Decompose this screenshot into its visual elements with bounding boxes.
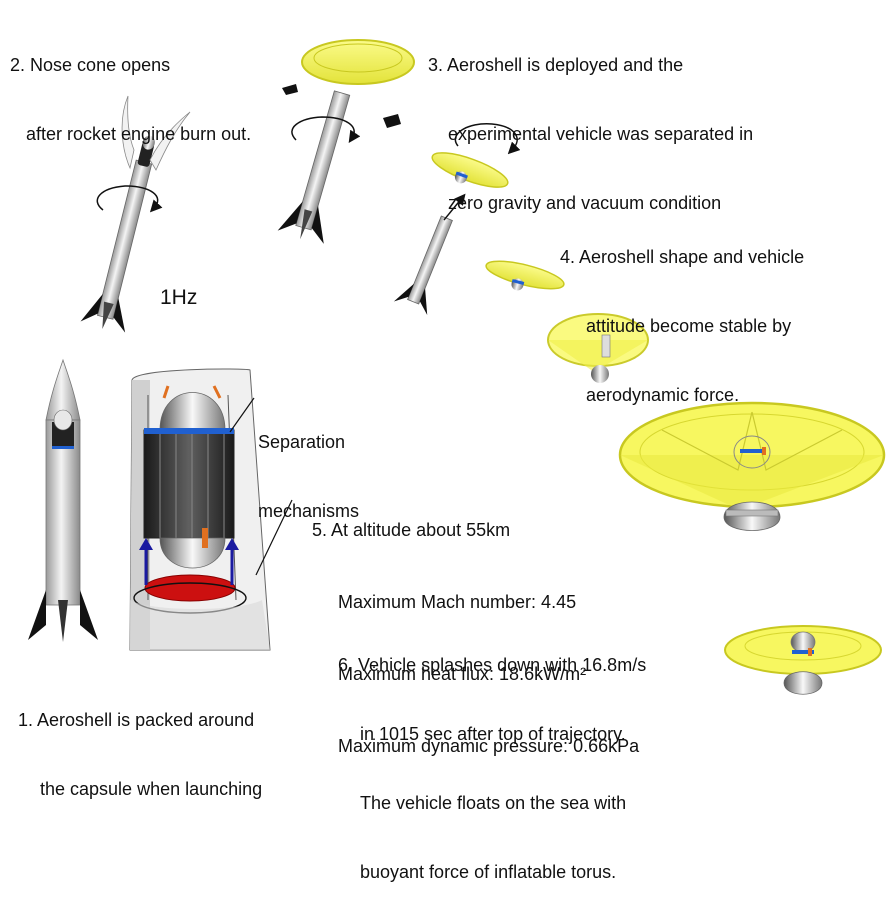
capsule-cutaway [129, 368, 271, 651]
step-4-label: 4. Aeroshell shape and vehicle attitude … [560, 247, 805, 405]
rocket-nose-cone-open [80, 95, 191, 333]
step-2-label: 2. Nose cone opens after rocket engine b… [10, 55, 252, 144]
aeroshell-small-2 [485, 260, 565, 291]
step-1-label: 1. Aeroshell is packed around the capsul… [18, 710, 263, 799]
spin-rate-label: 1Hz [160, 286, 197, 309]
flight-sequence-illustration: 1Hz [28, 39, 886, 695]
separated-rocket [393, 193, 466, 315]
aeroshell-large [618, 401, 886, 531]
aeroshell-medium [547, 313, 649, 383]
rocket-launch-config [28, 358, 98, 642]
floating-vehicle [724, 625, 882, 695]
rocket-aeroshell-deploying [277, 39, 415, 244]
separation-leader-lines [229, 397, 293, 576]
aeroshell-small-1 [431, 123, 521, 188]
diagram-stage: 1Hz [10, 39, 886, 882]
step-6-label: 6. Vehicle splashes down with 16.8m/s in… [338, 655, 647, 882]
separation-mechanisms-label: Separation mechanisms [258, 432, 360, 521]
step-3-label: 3. Aeroshell is deployed and the experim… [428, 55, 754, 213]
